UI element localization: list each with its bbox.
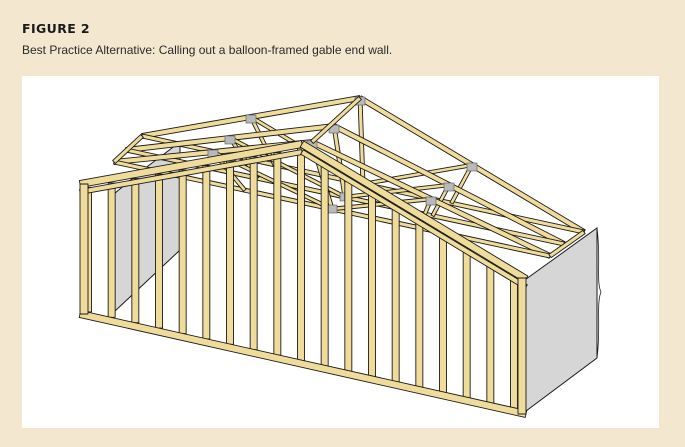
gable-stud-2	[107, 182, 116, 318]
end-post-right	[517, 277, 527, 415]
truss-2-plate-left	[224, 135, 236, 145]
gable-stud-6	[202, 165, 211, 340]
illustration-panel	[22, 76, 659, 428]
gable-stud-18	[486, 262, 495, 405]
gable-stud-11	[320, 161, 329, 367]
gable-stud-13	[368, 190, 376, 378]
truss-1-plate-right	[466, 162, 478, 172]
gable-stud-4	[155, 173, 163, 329]
gable-stud-17	[462, 247, 471, 399]
truss-1-plate-left	[245, 114, 257, 124]
gable-stud-8	[249, 156, 258, 351]
figure-caption: Best Practice Alternative: Calling out a…	[22, 43, 393, 57]
figure-label: FIGURE 2	[22, 21, 91, 36]
truss-2-plate-right	[443, 182, 455, 192]
gable-stud-19	[510, 276, 518, 410]
gable-end-framing-illustration	[78, 95, 602, 418]
gable-stud-12	[344, 175, 353, 372]
gable-stud-9	[273, 152, 282, 356]
left-eave-brace	[112, 134, 144, 164]
gable-stud-16	[439, 233, 447, 394]
rake-top-plate-right	[299, 140, 529, 283]
ridge-brace	[310, 96, 362, 144]
gable-stud-15	[415, 219, 424, 389]
truss-3-plate-right	[425, 196, 437, 206]
gable-stud-14	[391, 204, 400, 383]
gable-stud-10	[297, 147, 305, 361]
rake-double-plate-right	[300, 149, 528, 290]
rake-top-plate-left	[78, 140, 304, 188]
gable-wall-studs	[84, 147, 518, 410]
gable-stud-7	[226, 160, 234, 345]
gable-stud-3	[131, 178, 140, 324]
wall-plates	[78, 140, 529, 418]
end-post-left	[79, 183, 89, 315]
right-eave-brace	[548, 229, 586, 259]
gable-stud-5	[178, 169, 187, 334]
sheathing-break-line	[596, 227, 602, 359]
near-end-sheathing	[521, 227, 598, 415]
